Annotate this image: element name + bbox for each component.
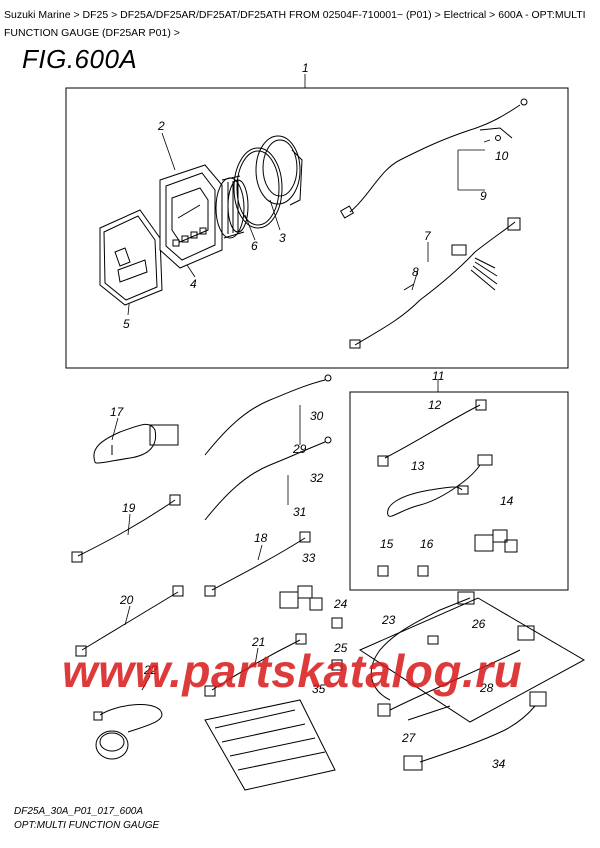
figure-code: DF25A_30A_P01_017_600A — [14, 806, 143, 817]
cable-9 — [339, 98, 528, 219]
label-35: 35 — [312, 682, 326, 696]
assembly-box-11 — [349, 391, 569, 591]
label-12: 12 — [428, 398, 442, 412]
harness-7 — [349, 217, 521, 349]
label-29: 29 — [292, 442, 307, 456]
cable-21 — [204, 633, 307, 697]
label-23: 23 — [381, 613, 396, 627]
label-9: 9 — [480, 189, 487, 203]
figure-name: OPT:MULTI FUNCTION GAUGE — [14, 820, 160, 831]
label-21: 21 — [251, 635, 265, 649]
breadcrumb-item-3[interactable]: Electrical — [443, 9, 487, 21]
o-ring — [233, 147, 283, 229]
label-27: 27 — [401, 731, 417, 745]
label-34: 34 — [492, 757, 506, 771]
cable-19 — [71, 494, 181, 563]
cable-12 — [377, 399, 487, 467]
terminator-16 — [417, 565, 429, 577]
label-4: 4 — [190, 277, 197, 291]
cable-20 — [75, 585, 184, 657]
breadcrumb-item-2[interactable]: DF25A/DF25AR/DF25AT/DF25ATH FROM 02504F-… — [120, 9, 432, 21]
label-24: 24 — [333, 597, 348, 611]
sensor-22 — [93, 704, 163, 760]
label-5: 5 — [123, 317, 130, 331]
label-32: 32 — [310, 471, 324, 485]
breadcrumb-separator: > — [431, 9, 444, 21]
label-22: 22 — [143, 663, 158, 677]
cable-32 — [204, 436, 332, 521]
cable-18 — [204, 531, 311, 597]
parts-bag-35 — [204, 699, 336, 791]
tee-connector-14 — [474, 529, 518, 553]
breadcrumb-separator: > — [486, 9, 499, 21]
label-14: 14 — [500, 494, 514, 508]
label-28: 28 — [479, 681, 494, 695]
breadcrumb-separator: > — [70, 9, 83, 21]
breadcrumb-item-1[interactable]: DF25 — [82, 9, 109, 21]
cable-30 — [204, 374, 332, 456]
tee-connector-33 — [279, 585, 323, 611]
harness-23 — [370, 591, 475, 701]
breadcrumb: Suzuki Marine > DF25 > DF25A/DF25AR/DF25… — [4, 6, 594, 42]
label-15: 15 — [380, 537, 394, 551]
label-2: 2 — [157, 119, 165, 133]
assembly-box-1 — [65, 87, 569, 369]
breadcrumb-separator: > — [108, 9, 121, 21]
label-16: 16 — [420, 537, 434, 551]
label-30: 30 — [310, 409, 324, 423]
label-13: 13 — [411, 459, 425, 473]
figure-title: FIG.600A — [22, 44, 138, 74]
label-33: 33 — [302, 551, 316, 565]
harness-26 — [377, 625, 535, 721]
assembly-box-26-outline — [358, 597, 586, 723]
label-7: 7 — [424, 229, 432, 243]
breadcrumb-item-0[interactable]: Suzuki Marine — [4, 9, 71, 21]
cable-13 — [387, 454, 493, 517]
part-labels: 1 2 3 4 5 6 7 8 9 10 11 12 13 14 15 16 1… — [110, 61, 514, 771]
label-19: 19 — [122, 501, 136, 515]
label-31: 31 — [293, 505, 306, 519]
gauge-mount-thread — [215, 175, 249, 239]
breadcrumb-separator: > — [170, 27, 180, 39]
label-3: 3 — [279, 231, 286, 245]
terminator-25 — [331, 659, 343, 671]
label-6: 6 — [251, 239, 258, 253]
label-11: 11 — [432, 369, 444, 383]
label-25: 25 — [333, 641, 348, 655]
label-10: 10 — [495, 149, 509, 163]
terminator-15 — [377, 565, 389, 577]
gauge-cover — [99, 209, 163, 306]
label-18: 18 — [254, 531, 268, 545]
leader-lines — [111, 74, 491, 691]
label-26: 26 — [471, 617, 486, 631]
label-1: 1 — [302, 61, 309, 75]
mounting-nut — [255, 135, 303, 206]
multi-function-gauge — [159, 164, 223, 269]
harness-34 — [403, 691, 547, 771]
label-8: 8 — [412, 265, 419, 279]
terminator-24 — [331, 617, 343, 629]
label-20: 20 — [119, 593, 134, 607]
cable-17 — [93, 423, 179, 464]
watermark: www.partskatalog.ru — [62, 645, 523, 697]
breadcrumb-item-4[interactable]: 600A - OPT:MULTI FUNCTION GAUGE (DF25AR … — [4, 9, 586, 39]
label-17: 17 — [110, 405, 125, 419]
